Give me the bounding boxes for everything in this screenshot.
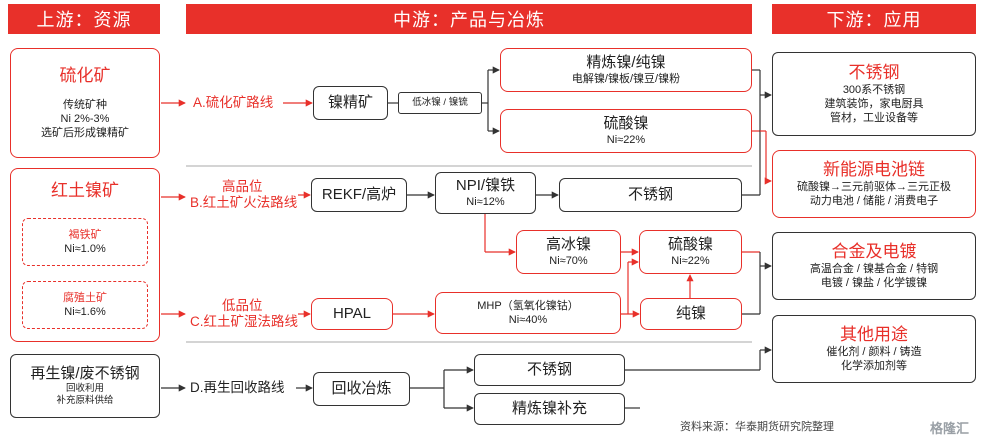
header-upstream: 上游：资源 — [8, 4, 160, 34]
sulfide-ore-box: 硫化矿 传统矿种 Ni 2%-3% 选矿后形成镍精矿 — [10, 48, 160, 158]
recycle-smelt-box: 回收冶炼 — [313, 372, 410, 406]
battery-chain-line: 动力电池 / 储能 / 消费电子 — [809, 195, 939, 207]
recycled-nickel-line: 回收利用 — [65, 383, 104, 394]
downstream-stainless-line: 建筑装饰，家电厨具 — [824, 98, 924, 110]
refined-supplement-label: 精炼镍补充 — [511, 400, 587, 417]
nickel-sulfate-mid-title: 硫酸镍 — [667, 236, 713, 253]
refined-nickel-box: 精炼镍/纯镍 电解镍/镍板/镍豆/镍粉 — [500, 48, 752, 92]
route-c-label: C.红土矿湿法路线 — [190, 314, 298, 329]
saprolite-box: 腐殖土矿 Ni≈1.6% — [22, 281, 148, 329]
refined-nickel-title: 精炼镍/纯镍 — [586, 54, 666, 71]
npi-box: NPI/镍铁 Ni≈12% — [435, 172, 536, 214]
alloy-plating-line: 电镀 / 镍盐 / 化学镀镍 — [820, 277, 928, 289]
nickel-sulfate-top-sub: Ni≈22% — [606, 134, 646, 146]
sulfide-ore-line: Ni 2%-3% — [60, 113, 110, 125]
sulfide-ore-title: 硫化矿 — [59, 66, 111, 85]
route-a-label: A.硫化矿路线 — [193, 95, 274, 110]
downstream-stainless-line: 300系不锈钢 — [842, 84, 906, 96]
other-uses-title: 其他用途 — [840, 325, 908, 344]
other-uses-line: 催化剂 / 颜料 / 铸造 — [826, 346, 922, 358]
hpal-label: HPAL — [332, 305, 372, 322]
stainless-mid-box: 不锈钢 — [559, 178, 742, 212]
watermark-logo: 格隆汇 — [930, 421, 970, 436]
stainless-recycle-box: 不锈钢 — [474, 354, 625, 386]
battery-chain-title: 新能源电池链 — [823, 160, 925, 179]
nickel-concentrate-label: 镍精矿 — [327, 94, 373, 111]
pure-nickel-label: 纯镍 — [675, 305, 706, 322]
rekf-furnace-box: REKF/高炉 — [311, 178, 407, 212]
recycled-nickel-box: 再生镍/废不锈钢 回收利用 补充原料供给 — [10, 354, 160, 418]
refined-nickel-sub: 电解镍/镍板/镍豆/镍粉 — [571, 73, 681, 85]
battery-chain-box: 新能源电池链 硫酸镍→三元前驱体→三元正极 动力电池 / 储能 / 消费电子 — [772, 150, 976, 218]
alloy-plating-box: 合金及电镀 高温合金 / 镍基合金 / 特钢 电镀 / 镍盐 / 化学镀镍 — [772, 232, 976, 300]
mhp-title: MHP（氢氧化镍钴） — [477, 300, 579, 312]
laterite-ore-title: 红土镍矿 — [51, 181, 119, 200]
nickel-concentrate-box: 镍精矿 — [313, 86, 388, 120]
nickel-matte-box: 低冰镍 / 镍锍 — [398, 92, 482, 114]
recycled-nickel-line: 补充原料供给 — [56, 395, 114, 406]
header-downstream: 下游：应用 — [772, 4, 976, 34]
header-midstream: 中游：产品与冶炼 — [186, 4, 752, 34]
npi-sub: Ni≈12% — [466, 196, 505, 208]
mhp-box: MHP（氢氧化镍钴） Ni≈40% — [435, 292, 621, 334]
nickel-matte-label: 低冰镍 / 镍锍 — [412, 97, 468, 108]
high-matte-box: 高冰镍 Ni≈70% — [516, 230, 621, 274]
route-b-grade-label: 高品位 — [222, 179, 263, 194]
stainless-mid-label: 不锈钢 — [627, 186, 673, 203]
refined-supplement-box: 精炼镍补充 — [474, 393, 625, 425]
alloy-plating-title: 合金及电镀 — [831, 242, 917, 261]
saprolite-name: 腐殖土矿 — [63, 292, 107, 304]
high-matte-sub: Ni≈70% — [549, 255, 588, 267]
source-note: 资料来源：华泰期货研究院整理 — [680, 421, 834, 433]
battery-chain-line: 硫酸镍→三元前驱体→三元正极 — [797, 181, 951, 193]
rekf-furnace-label: REKF/高炉 — [321, 186, 397, 203]
saprolite-grade: Ni≈1.6% — [64, 306, 106, 318]
limonite-name: 褐铁矿 — [68, 229, 102, 241]
other-uses-box: 其他用途 催化剂 / 颜料 / 铸造 化学添加剂等 — [772, 315, 976, 383]
npi-title: NPI/镍铁 — [455, 177, 516, 194]
nickel-sulfate-mid-sub: Ni≈22% — [671, 255, 710, 267]
recycled-nickel-title: 再生镍/废不锈钢 — [30, 365, 140, 382]
recycle-smelt-label: 回收冶炼 — [331, 380, 392, 397]
other-uses-line: 化学添加剂等 — [841, 360, 907, 372]
sulfide-ore-line: 传统矿种 — [63, 99, 107, 111]
limonite-grade: Ni≈1.0% — [64, 243, 106, 255]
route-d-label: D.再生回收路线 — [190, 380, 285, 395]
high-matte-title: 高冰镍 — [545, 236, 591, 253]
nickel-sulfate-mid-box: 硫酸镍 Ni≈22% — [639, 230, 742, 274]
downstream-stainless-line: 管材，工业设备等 — [830, 112, 918, 124]
nickel-sulfate-top-box: 硫酸镍 Ni≈22% — [500, 109, 752, 153]
downstream-stainless-title: 不锈钢 — [848, 63, 900, 82]
nickel-sulfate-top-title: 硫酸镍 — [603, 115, 649, 132]
hpal-box: HPAL — [311, 298, 393, 330]
pure-nickel-box: 纯镍 — [640, 298, 742, 330]
alloy-plating-line: 高温合金 / 镍基合金 / 特钢 — [809, 263, 939, 275]
stainless-recycle-label: 不锈钢 — [526, 361, 572, 378]
sulfide-ore-line: 选矿后形成镍精矿 — [41, 127, 129, 139]
limonite-box: 褐铁矿 Ni≈1.0% — [22, 218, 148, 266]
route-b-label: B.红土矿火法路线 — [190, 195, 298, 210]
downstream-stainless-box: 不锈钢 300系不锈钢 建筑装饰，家电厨具 管材，工业设备等 — [772, 52, 976, 136]
route-c-grade-label: 低品位 — [222, 298, 263, 313]
mhp-sub: Ni≈40% — [508, 314, 548, 326]
